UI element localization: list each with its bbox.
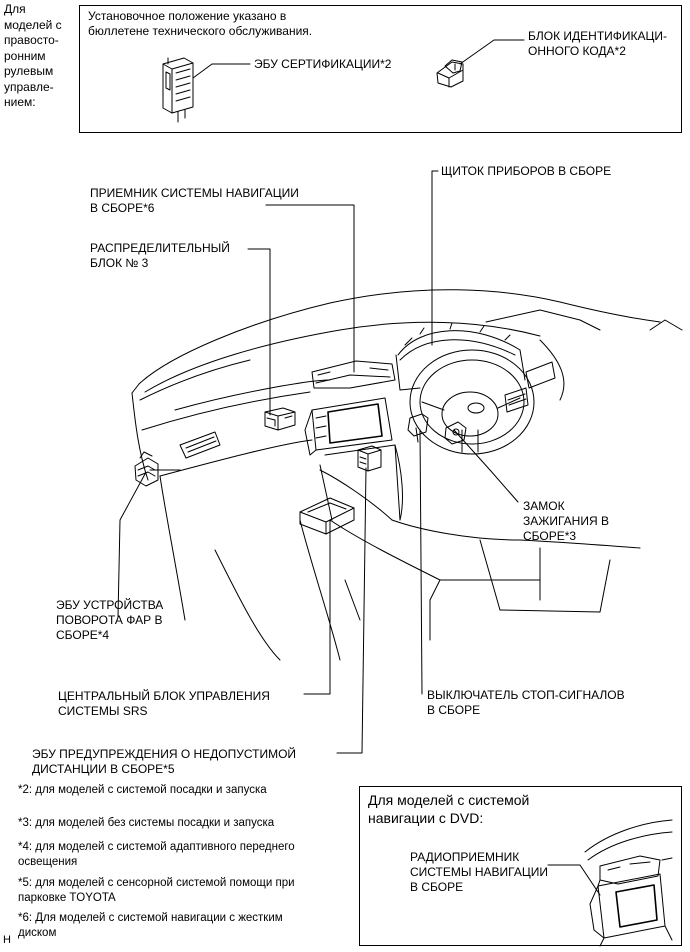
install-position-note: Установочное положение указано в бюллете… [88, 9, 313, 38]
label-instrument-panel: ЩИТОК ПРИБОРОВ В СБОРЕ [441, 164, 612, 178]
instrument-cluster-icon [395, 322, 526, 391]
ignition-switch-icon [444, 421, 467, 445]
label-clearance-ecu: ЭБУ ПРЕДУПРЕЖДЕНИЯ О НЕДОПУСТИМОЙ ДИСТАН… [32, 747, 297, 776]
label-headlamp-ecu: ЭБУ УСТРОЙСТВА ПОВОРОТА ФАР В СБОРЕ*4 [56, 598, 164, 642]
label-navigation-receiver: ПРИЕМНИК СИСТЕМЫ НАВИГАЦИИ В СБОРЕ*6 [90, 186, 299, 215]
label-ignition-lock: ЗАМОК ЗАЖИГАНИЯ В СБОРЕ*3 [523, 499, 609, 543]
leader-lines [117, 170, 519, 754]
headlamp-swivel-ecu-icon [134, 451, 159, 487]
footnote-3: *3: для моделей без системы посадки и за… [18, 817, 275, 829]
corner-mark: H [3, 934, 11, 946]
footnote-6: *6: Для моделей с системой навигации с ж… [18, 912, 283, 939]
clearance-sonar-ecu-icon [357, 445, 382, 472]
footnote-5: *5: для моделей с сенсорной системой пом… [18, 877, 295, 904]
dvd-navigation-box [359, 786, 682, 946]
center-stack [304, 360, 403, 521]
stop-lamp-switch-icon [407, 413, 429, 443]
footnote-4: *4: для моделей с системой адаптивного п… [18, 841, 295, 868]
label-junction-block: РАСПРЕДЕЛИТЕЛЬНЫЙ БЛОК № 3 [90, 241, 230, 270]
dvd-box-title: Для моделей с системой навигации с DVD: [368, 792, 530, 826]
label-certification-ecu: ЭБУ СЕРТИФИКАЦИИ*2 [254, 57, 392, 71]
label-id-code-box: БЛОК ИДЕНТИФИКАЦИ- ОННОГО КОДА*2 [528, 29, 668, 58]
rhd-models-label: Для моделей с правосто- ронним рулевым у… [4, 2, 62, 109]
rhd-note-box [79, 5, 682, 133]
junction-block-3-icon [264, 407, 296, 431]
label-radio-receiver: РАДИОПРИЕМНИК СИСТЕМЫ НАВИГАЦИИ В СБОРЕ [410, 850, 548, 894]
label-srs-center: ЦЕНТРАЛЬНЫЙ БЛОК УПРАВЛЕНИЯ СИСТЕМЫ SRS [58, 689, 270, 718]
id-code-box-icon [436, 59, 464, 88]
dashboard-outline [131, 289, 683, 661]
certification-ecu-icon [162, 57, 194, 123]
srs-center-unit-icon [299, 497, 355, 535]
footnote-2: *2: для моделей с системой посадки и зап… [18, 784, 267, 796]
label-stop-lamp-switch: ВЫКЛЮЧАТЕЛЬ СТОП-СИГНАЛОВ В СБОРЕ [427, 688, 625, 717]
